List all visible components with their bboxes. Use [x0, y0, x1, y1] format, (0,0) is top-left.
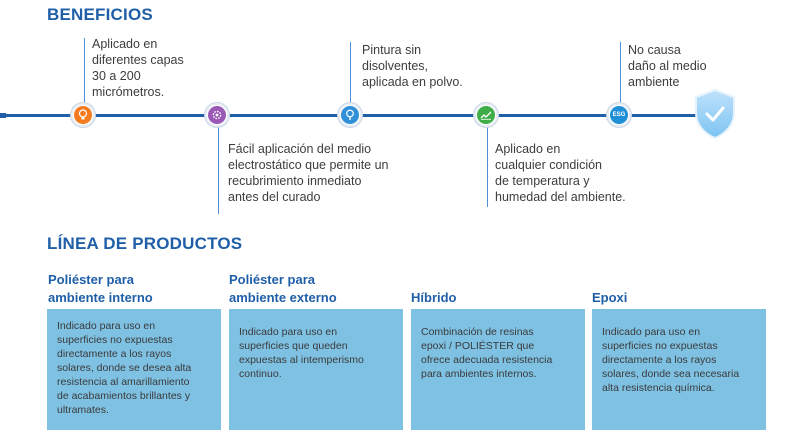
benefits-title: BENEFICIOS: [47, 5, 153, 24]
product-name-4: Epoxi: [592, 290, 628, 305]
product-name-1: Poliéster para ambiente interno: [48, 272, 153, 305]
connector-line: [350, 42, 351, 102]
benefit-node-5: ESG: [607, 103, 631, 127]
product-description-4: Indicado para uso en superficies no expu…: [592, 309, 766, 430]
product-description-1: Indicado para uso en superficies no expu…: [47, 309, 221, 430]
benefit-text-4: Aplicado en cualquier condición de tempe…: [495, 142, 626, 204]
paint-roller-icon: [341, 106, 359, 124]
benefit-text-1: Aplicado en diferentes capas 30 a 200 mi…: [92, 37, 184, 99]
benefit-text-3: Pintura sin disolventes, aplicada en pol…: [362, 43, 463, 89]
product-description-3: Combinación de resinas epoxi / POLIÉSTER…: [411, 309, 585, 430]
trend-chart-icon: [477, 106, 495, 124]
connector-line: [218, 127, 219, 214]
benefit-node-1: [71, 103, 95, 127]
esg-icon: ESG: [610, 106, 628, 124]
shield-check-icon: [693, 88, 737, 145]
gear-icon: [208, 106, 226, 124]
connector-line: [487, 127, 488, 207]
lightbulb-icon: [74, 106, 92, 124]
benefit-text-5: No causa daño al medio ambiente: [628, 43, 707, 89]
connector-line: [620, 42, 621, 102]
product-name-3: Híbrido: [411, 290, 457, 305]
products-title: LÍNEA DE PRODUCTOS: [47, 234, 243, 253]
benefit-text-2: Fácil aplicación del medio electrostátic…: [228, 142, 389, 204]
benefit-node-2: [205, 103, 229, 127]
benefit-node-4: [474, 103, 498, 127]
product-name-2: Poliéster para ambiente externo: [229, 272, 337, 305]
product-description-2: Indicado para uso en superficies que que…: [229, 309, 403, 430]
connector-line: [84, 38, 85, 102]
benefit-node-3: [338, 103, 362, 127]
